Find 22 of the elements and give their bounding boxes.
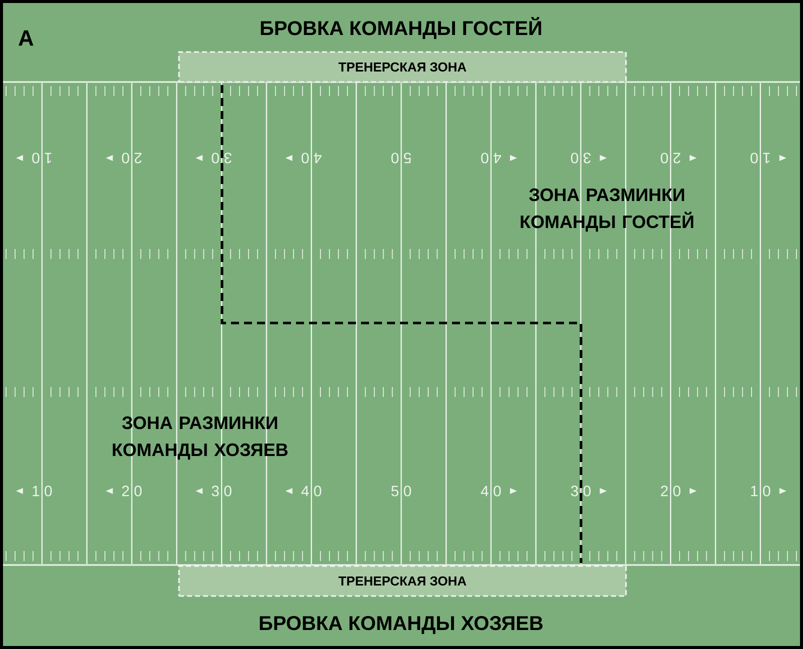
- yard-number: 1 0: [750, 152, 770, 164]
- yard-number: 5 0: [391, 152, 412, 164]
- yard-number: 4 0: [481, 152, 502, 164]
- sideline-label: БРОВКА КОМАНДЫ ХОЗЯЕВ: [260, 616, 543, 634]
- yard-number: 1 0: [751, 486, 770, 496]
- yard-number: 1 0: [32, 486, 52, 496]
- yard-number: 4 0: [302, 152, 322, 164]
- yard-number: 3 0: [570, 486, 591, 496]
- yard-number: 2 0: [122, 152, 142, 164]
- yard-number: 4 0: [480, 486, 501, 496]
- yard-number: 2 0: [122, 486, 142, 496]
- yard-number: 4 0: [301, 486, 322, 496]
- yard-number: 3 0: [571, 152, 591, 164]
- yard-number: 3 0: [212, 152, 232, 164]
- coaching-zone-box: ТРЕНЕРСКАЯ ЗОНА: [178, 565, 627, 597]
- yard-number: 1 0: [32, 152, 52, 164]
- yard-number: 5 0: [391, 486, 412, 496]
- coaching-zone-box: ТРЕНЕРСКАЯ ЗОНА: [178, 51, 627, 83]
- yard-number: 3 0: [212, 486, 232, 496]
- yard-number: 2 0: [660, 152, 680, 164]
- panel-letter: A: [18, 30, 34, 46]
- yard-number: 2 0: [660, 486, 680, 496]
